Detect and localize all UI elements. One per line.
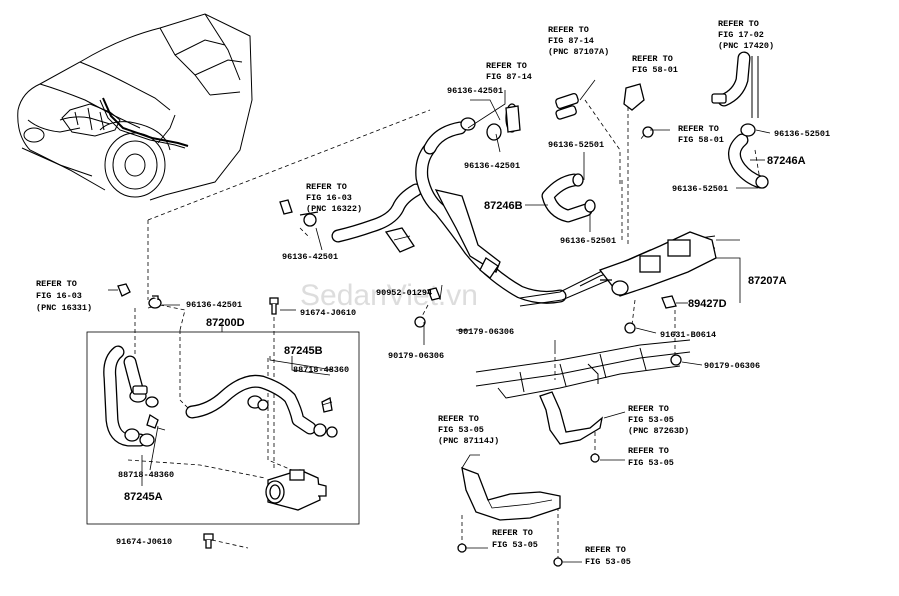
hose-87246a bbox=[717, 51, 767, 189]
clamp-87246a bbox=[711, 93, 769, 189]
label-ref-16331-line3: (PNC 16331) bbox=[36, 303, 92, 313]
label-ref-58-01-top-line1: REFER TO bbox=[632, 54, 673, 64]
label-89427d: 89427D bbox=[688, 298, 727, 310]
label-90179-06306-left: 90179-06306 bbox=[388, 351, 444, 361]
watermark: SedanViet.vn bbox=[300, 279, 478, 312]
label-90952-01294: 90952-01294 bbox=[376, 288, 432, 298]
label-87245b: 87245B bbox=[284, 345, 323, 357]
label-ref-58-01-mid-line2: FIG 58-01 bbox=[678, 135, 724, 145]
hose-fitting-87107a bbox=[555, 92, 579, 120]
vehicle-outline bbox=[17, 13, 253, 201]
label-ref-17420-line3: (PNC 17420) bbox=[718, 41, 774, 51]
label-87207a: 87207A bbox=[748, 275, 787, 287]
label-ref-58-01-top-line2: FIG 58-01 bbox=[632, 65, 678, 75]
bolt-91674-j0610-b bbox=[203, 533, 214, 549]
label-ref-53-05-c-line2: FIG 53-05 bbox=[585, 557, 631, 567]
label-ref-58-01-mid-line1: REFER TO bbox=[678, 124, 719, 134]
label-96136-42501-mid: 96136-42501 bbox=[282, 252, 338, 262]
clamp-87245b-group bbox=[247, 395, 338, 438]
label-ref-87114j-line2: FIG 53-05 bbox=[438, 425, 484, 435]
label-ref-87107a-line2: FIG 87-14 bbox=[548, 36, 594, 46]
label-ref-16322-line1: REFER TO bbox=[306, 182, 347, 192]
hose-center-main bbox=[331, 121, 567, 304]
label-96136-42501-top: 96136-42501 bbox=[447, 86, 503, 96]
label-96136-52501-lower: 96136-52501 bbox=[560, 236, 616, 246]
label-ref-87263d-line3: (PNC 87263D) bbox=[628, 426, 689, 436]
label-96136-42501-lower: 96136-42501 bbox=[464, 161, 520, 171]
label-ref-53-05-a-line1: REFER TO bbox=[628, 446, 669, 456]
nut-91631 bbox=[624, 322, 636, 334]
label-ref-53-05-c-line1: REFER TO bbox=[585, 545, 626, 555]
clamp-left-group bbox=[124, 385, 166, 447]
clamp-87246b bbox=[572, 173, 596, 213]
label-96136-52501-right-top: 96136-52501 bbox=[774, 129, 830, 139]
label-ref-87114j-line1: REFER TO bbox=[438, 414, 479, 424]
label-ref-87-14-line1: REFER TO bbox=[486, 61, 527, 71]
label-ref-87263d-line2: FIG 53-05 bbox=[628, 415, 674, 425]
label-87245a: 87245A bbox=[124, 491, 163, 503]
label-ref-53-05-a-line2: FIG 53-05 bbox=[628, 458, 674, 468]
label-ref-16331-line2: FIG 16-03 bbox=[36, 291, 82, 301]
label-ref-16331-line1: REFER TO bbox=[36, 279, 77, 289]
label-91674-j0610-bottom: 91674-J0610 bbox=[116, 537, 172, 547]
label-ref-53-05-b-line2: FIG 53-05 bbox=[492, 540, 538, 550]
label-87246a: 87246A bbox=[767, 155, 806, 167]
label-88718-48360-top: 88718-48360 bbox=[293, 365, 349, 375]
nut-90179-right bbox=[670, 354, 682, 366]
underbody-frame bbox=[475, 339, 691, 399]
bolt-91674-j0610-a bbox=[269, 297, 279, 315]
label-96136-52501-right-mid: 96136-52501 bbox=[672, 184, 728, 194]
water-pump bbox=[265, 469, 327, 511]
cover-87114j bbox=[461, 466, 561, 521]
label-ref-16322-line3: (PNC 16322) bbox=[306, 204, 362, 214]
label-ref-17420-line1: REFER TO bbox=[718, 19, 759, 29]
label-ref-87107a-line1: REFER TO bbox=[548, 25, 589, 35]
label-90179-06306-right: 90179-06306 bbox=[704, 361, 760, 371]
label-ref-87-14-line2: FIG 87-14 bbox=[486, 72, 532, 82]
clamp-left-upper bbox=[279, 199, 319, 227]
label-ref-53-05-b-line1: REFER TO bbox=[492, 528, 533, 538]
clamp-top-center bbox=[460, 103, 521, 141]
label-ref-87263d-line1: REFER TO bbox=[628, 404, 669, 414]
label-88718-48360-bottom: 88718-48360 bbox=[118, 470, 174, 480]
label-91674-j0610-top: 91674-J0610 bbox=[300, 308, 356, 318]
bracket-58-01 bbox=[623, 83, 654, 138]
labels: REFER TO FIG 16-03 (PNC 16331) REFER TO … bbox=[36, 19, 830, 567]
hose-87245b bbox=[185, 374, 317, 435]
label-87200d: 87200D bbox=[206, 317, 245, 329]
valve-assembly-87207a bbox=[598, 231, 717, 297]
label-87246b: 87246B bbox=[484, 200, 523, 212]
label-ref-17420-line2: FIG 17-02 bbox=[718, 30, 764, 40]
label-91631-b0614: 91631-B0614 bbox=[660, 330, 716, 340]
label-ref-87114j-line3: (PNC 87114J) bbox=[438, 436, 499, 446]
label-ref-16322-line2: FIG 16-03 bbox=[306, 193, 352, 203]
bracket-center bbox=[384, 189, 501, 279]
assembly-box-87200d bbox=[86, 331, 360, 525]
hose-87246b bbox=[541, 173, 593, 223]
label-96136-42501-left: 96136-42501 bbox=[186, 300, 242, 310]
label-90179-06306-center: 90179-06306 bbox=[458, 327, 514, 337]
leader-lines bbox=[108, 79, 771, 563]
pipes-top-right bbox=[751, 56, 759, 118]
label-ref-87107a-line3: (PNC 87107A) bbox=[548, 47, 609, 57]
label-96136-52501-center: 96136-52501 bbox=[548, 140, 604, 150]
bracket-87263d bbox=[539, 391, 603, 445]
clip-left bbox=[117, 283, 162, 309]
nut-90179-center bbox=[414, 316, 426, 328]
fitting-89427d bbox=[661, 295, 677, 309]
bolt-underbody-1 bbox=[457, 453, 600, 567]
